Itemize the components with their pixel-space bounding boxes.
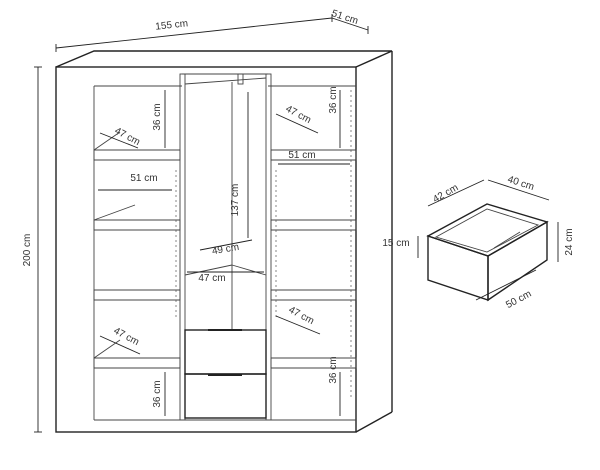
drawer-total-height-label: 24 cm <box>564 228 575 255</box>
drawer-depth-label: 42 cm <box>431 182 460 205</box>
left-bottom-height-label: 36 cm <box>152 380 163 407</box>
left-shelves <box>93 131 181 369</box>
middle-height-label: 137 cm <box>230 184 241 217</box>
middle-depth-label: 49 cm <box>211 242 240 258</box>
left-top-height-label: 36 cm <box>152 103 163 130</box>
right-bottom-height-label: 36 cm <box>328 356 339 383</box>
right-inner-depth-label: 51 cm <box>288 150 315 161</box>
height-label: 200 cm <box>22 234 33 267</box>
left-lower-shelf-depth-label: 47 cm <box>112 326 141 348</box>
outer-dimensions <box>34 14 369 433</box>
width-label: 155 cm <box>155 18 189 32</box>
drawer-length-label: 50 cm <box>504 289 533 311</box>
depth-label: 51 cm <box>330 8 359 27</box>
left-inner-depth-label: 51 cm <box>130 173 157 184</box>
drawer-front-height-label: 15 cm <box>382 238 409 249</box>
right-top-height-label: 36 cm <box>328 86 339 113</box>
inner-dimension-lines <box>98 90 350 416</box>
middle-width-label: 47 cm <box>198 273 225 284</box>
right-shelf-depth-label: 47 cm <box>284 104 313 126</box>
left-shelf-depth-label: 47 cm <box>113 126 142 148</box>
right-shelves <box>270 149 357 369</box>
wardrobe-drawers <box>184 329 267 419</box>
right-lower-shelf-depth-label: 47 cm <box>287 305 316 327</box>
wardrobe-body <box>55 50 393 433</box>
drawer-width-label: 40 cm <box>506 174 535 193</box>
drawer-detail <box>417 179 559 302</box>
